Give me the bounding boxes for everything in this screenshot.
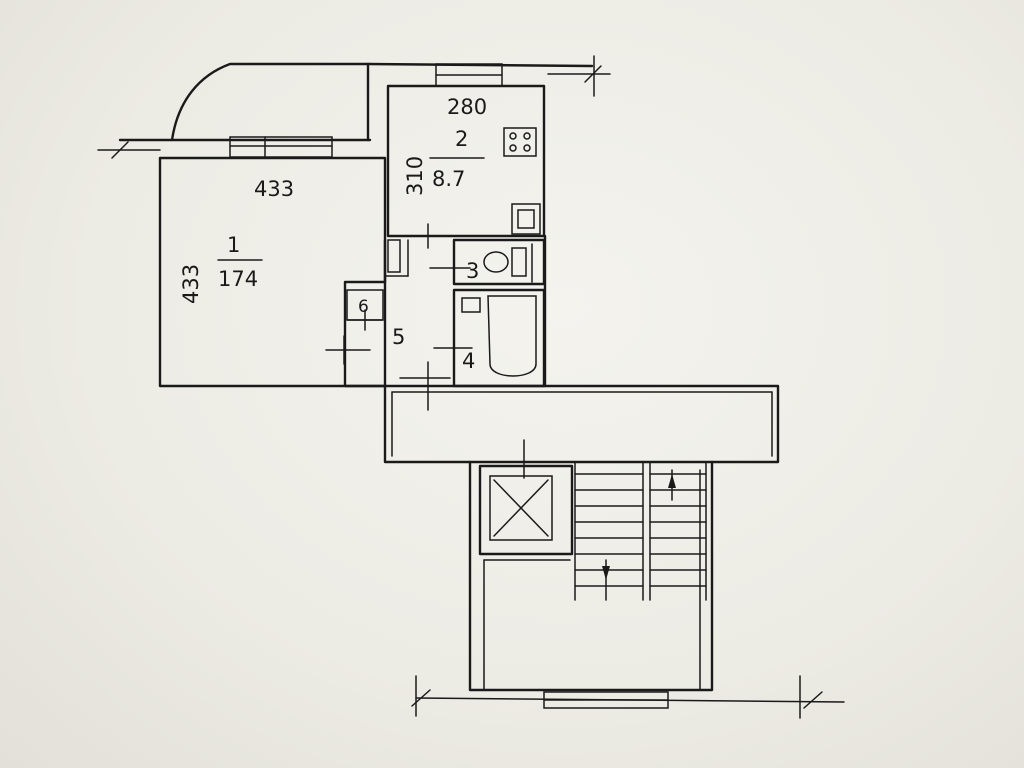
wc-walls	[452, 238, 546, 286]
closet-6	[346, 289, 384, 331]
stairs-up-arrow	[668, 469, 676, 501]
dimension-room2-side: 310	[403, 156, 427, 196]
dimension-room1-side: 433	[179, 264, 203, 304]
door-jamb	[387, 239, 401, 273]
balcony	[118, 62, 594, 142]
stairs-down-arrow	[602, 559, 610, 601]
dimension-room1-top: 433	[254, 177, 294, 201]
sink-icon	[511, 203, 541, 235]
room-5-number: 5	[392, 325, 405, 349]
toilet-icon	[483, 243, 533, 283]
room-2-number: 2	[455, 127, 468, 151]
hallway-walls	[343, 234, 547, 388]
stove-icon	[503, 127, 537, 157]
room-4-number: 4	[462, 349, 475, 373]
stairs	[574, 461, 707, 601]
elevator-icon	[478, 439, 574, 556]
dimension-line-kitchen	[547, 55, 611, 97]
dimension-line-bottom	[411, 675, 845, 719]
room-2-area: 8.7	[432, 167, 465, 191]
bathtub-icon	[461, 295, 537, 377]
stair-treads	[574, 473, 707, 587]
corridor-walls	[383, 384, 780, 464]
dimension-room2-top: 280	[447, 95, 487, 119]
bath-walls	[452, 288, 546, 388]
room-3-number: 3	[466, 259, 479, 283]
room-1-window	[229, 136, 333, 158]
room-6-number: 6	[358, 297, 369, 317]
room-1-number: 1	[227, 233, 240, 257]
dimension-line-top	[97, 141, 161, 159]
room-1-area: 174	[218, 267, 258, 291]
room-2-window	[435, 63, 503, 87]
stairwell-walls	[468, 460, 714, 692]
